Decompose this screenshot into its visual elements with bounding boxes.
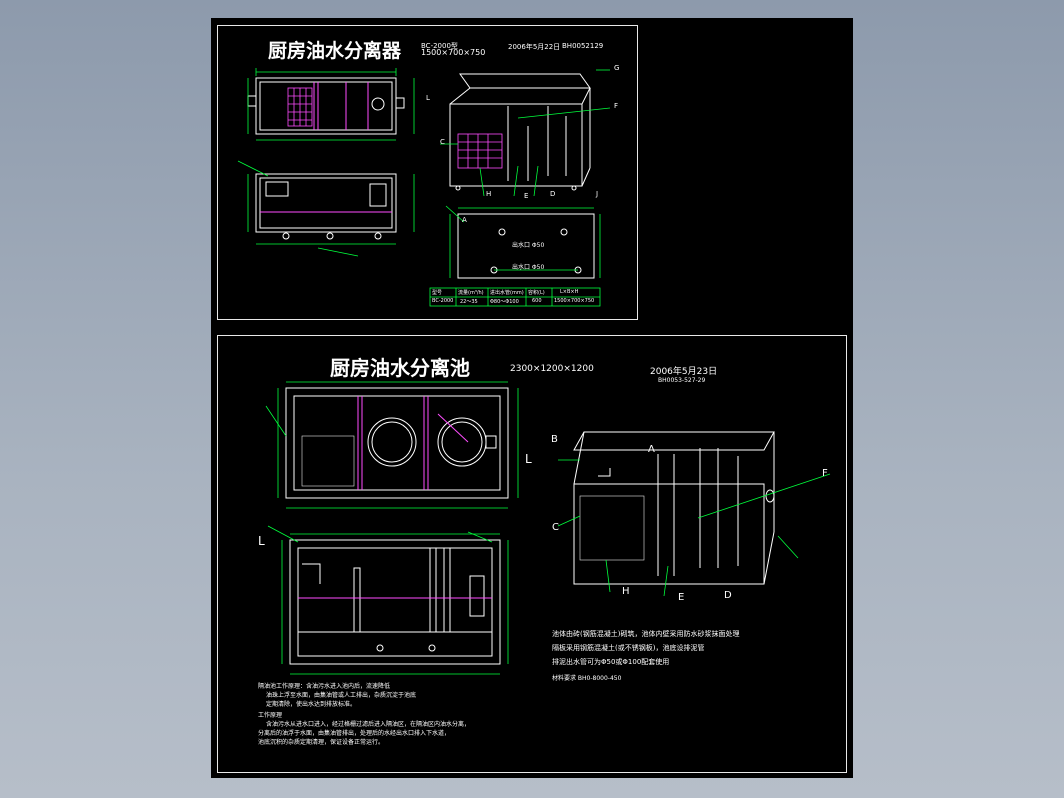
label-D-tank: D [724, 590, 732, 601]
table-cell-model: BC-2000 [432, 298, 454, 304]
bottom-note-5: 含油污水从进水口进入，经过格栅过滤后进入隔油区，在隔油区内油水分离， [266, 721, 471, 728]
sheet1-title: 厨房油水分离器 [268, 40, 402, 62]
tank-note-extra: 材料要求 BH0-8000-450 [552, 675, 622, 682]
label-L-tank: L [525, 452, 532, 466]
label-D: D [550, 190, 556, 198]
label-L-section: L [258, 534, 265, 548]
pipe-label-1: 出水口 Φ50 [512, 242, 545, 249]
tank-note-2: 隔板采用钢筋混凝土(或不锈钢板)，池底设排泥管 [552, 644, 705, 652]
pipe-label-2: 出水口 Φ50 [512, 264, 545, 271]
bottom-note-6: 分离后的油浮于水面，由集油管排出，处理后的水经出水口排入下水道， [258, 730, 451, 737]
sheet-oil-water-separation-tank: 厨房油水分离池 2300×1200×1200 2006年5月23日 BH0053… [217, 335, 847, 773]
sheet1-code: BH0052129 [562, 42, 604, 50]
bottom-note-4: 工作原理 [258, 712, 283, 719]
bottom-note-3: 定期清除，使出水达到排放标准。 [266, 701, 357, 708]
table-cell-size: 1500×700×750 [554, 298, 595, 304]
sheet1-date: 2006年5月22日 [508, 43, 561, 51]
sheet2-code: BH0053-527-29 [658, 377, 706, 384]
sheet-oil-water-separator: 厨房油水分离器 BC-2000型 1500×700×750 2006年5月22日… [217, 25, 638, 320]
label-J: J [596, 190, 599, 198]
tank-note-3: 排泥出水管可为Φ50或Φ100配套使用 [552, 658, 670, 666]
label-L: L [426, 94, 430, 102]
drawing-canvas[interactable]: 厨房油水分离器 BC-2000型 1500×700×750 2006年5月22日… [211, 18, 853, 778]
label-A: A [462, 216, 467, 224]
table-header-model: 型号 [432, 290, 443, 296]
label-A-tank: A [648, 444, 655, 455]
label-F: F [614, 102, 619, 110]
bottom-note-7: 池底沉积的杂质定期清理，保证设备正常运行。 [258, 739, 385, 746]
label-C-tank: C [552, 522, 559, 533]
bottom-note-1: 隔油池工作原理：含油污水进入池内后，流速降低 [258, 683, 391, 690]
sheet2-drawings [265, 381, 831, 675]
label-H-tank: H [622, 586, 630, 597]
table-cell-volume: 600 [532, 298, 542, 304]
sheet2-dimensions: 2300×1200×1200 [510, 364, 594, 374]
table-header-size: L×B×H [560, 289, 579, 295]
label-G: G [614, 64, 620, 72]
table-cell-flow: 22～35 [460, 299, 478, 305]
label-H: H [486, 190, 492, 198]
table-header-pipe: 进出水管(mm) [490, 290, 524, 296]
bottom-note-2: 油珠上浮至水面，由集油管或人工排出，杂质沉淀于池底 [266, 692, 417, 699]
label-E-tank: E [678, 592, 685, 603]
label-F-tank: F [822, 468, 828, 479]
table-header-volume: 容积(L) [528, 290, 545, 296]
table-header-flow: 流量(m³/h) [458, 290, 484, 296]
sheet1-dimensions: 1500×700×750 [421, 48, 486, 57]
label-C: C [440, 138, 445, 146]
sheet1-drawings [237, 68, 611, 307]
sheet2-date: 2006年5月23日 [650, 367, 718, 377]
label-B: B [551, 434, 558, 445]
sheet2-title: 厨房油水分离池 [330, 356, 470, 380]
table-cell-pipe: Φ80～Φ100 [490, 299, 519, 305]
label-E: E [524, 192, 529, 200]
tank-note-1: 池体由砖(钢筋混凝土)砌筑，池体内壁采用防水砂浆抹面处理 [552, 630, 740, 638]
sheet1-model: BC-2000型 [421, 42, 458, 50]
